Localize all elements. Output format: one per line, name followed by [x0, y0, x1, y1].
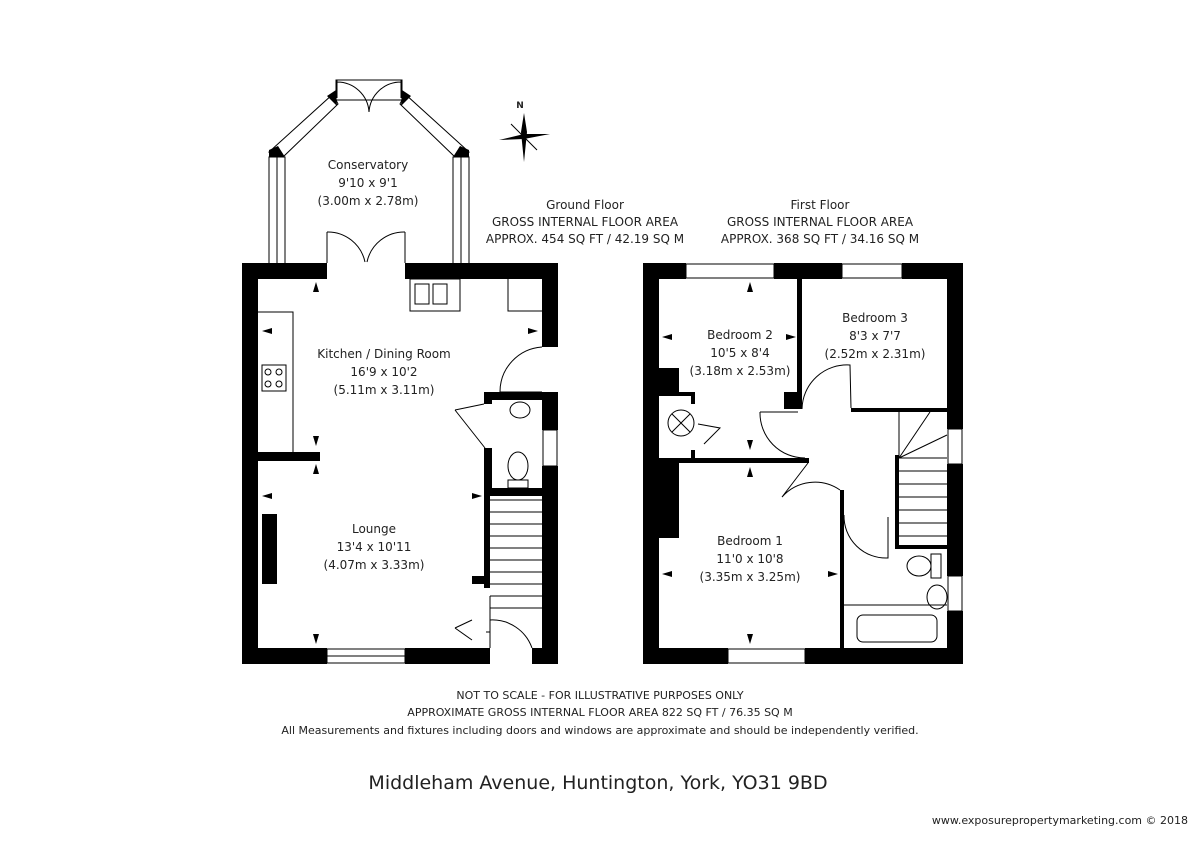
first-floor-heading: First Floor GROSS INTERNAL FLOOR AREA AP…	[721, 198, 919, 246]
room-label-conservatory: Conservatory 9'10 x 9'1 (3.00m x 2.78m)	[318, 158, 419, 208]
dimension-arrows-first	[662, 282, 838, 644]
room-size-metric: (5.11m x 3.11m)	[334, 383, 435, 397]
room-size-metric: (3.00m x 2.78m)	[318, 194, 419, 208]
room-name: Bedroom 1	[717, 534, 783, 548]
room-size-imperial: 8'3 x 7'7	[849, 329, 901, 343]
room-name: Bedroom 3	[842, 311, 908, 325]
total-area: APPROXIMATE GROSS INTERNAL FLOOR AREA 82…	[407, 706, 792, 719]
room-label-bedroom-3: Bedroom 3 8'3 x 7'7 (2.52m x 2.31m)	[825, 311, 926, 361]
compass-north-label: N	[516, 101, 524, 111]
staircase-first	[898, 411, 948, 537]
floor-title: First Floor	[791, 198, 850, 212]
conservatory-walls	[268, 79, 470, 265]
room-size-imperial: 9'10 x 9'1	[338, 176, 398, 190]
footer: NOT TO SCALE - FOR ILLUSTRATIVE PURPOSES…	[281, 689, 1188, 827]
room-name: Bedroom 2	[707, 328, 773, 342]
dimension-arrows	[262, 282, 538, 644]
disclaimer-measurements: All Measurements and fixtures including …	[281, 724, 918, 737]
area-heading: GROSS INTERNAL FLOOR AREA	[727, 215, 914, 229]
property-address: Middleham Avenue, Huntington, York, YO31…	[368, 772, 827, 794]
room-label-lounge: Lounge 13'4 x 10'11 (4.07m x 3.33m)	[324, 522, 425, 572]
area-value: APPROX. 454 SQ FT / 42.19 SQ M	[486, 232, 684, 246]
area-heading: GROSS INTERNAL FLOOR AREA	[492, 215, 679, 229]
room-name: Kitchen / Dining Room	[317, 347, 451, 361]
room-size-imperial: 13'4 x 10'11	[337, 540, 412, 554]
room-name: Lounge	[352, 522, 396, 536]
room-size-imperial: 11'0 x 10'8	[716, 552, 783, 566]
room-size-imperial: 10'5 x 8'4	[710, 346, 770, 360]
room-size-metric: (4.07m x 3.33m)	[324, 558, 425, 572]
ground-floor-heading: Ground Floor GROSS INTERNAL FLOOR AREA A…	[486, 198, 684, 246]
room-label-bedroom-2: Bedroom 2 10'5 x 8'4 (3.18m x 2.53m)	[690, 328, 791, 378]
website-credit: www.exposurepropertymarketing.com © 2018	[932, 814, 1188, 827]
disclaimer-scale: NOT TO SCALE - FOR ILLUSTRATIVE PURPOSES…	[456, 689, 743, 702]
room-label-bedroom-1: Bedroom 1 11'0 x 10'8 (3.35m x 3.25m)	[700, 534, 801, 584]
floor-title: Ground Floor	[546, 198, 624, 212]
ground-floor-plan	[242, 79, 558, 664]
room-label-kitchen: Kitchen / Dining Room 16'9 x 10'2 (5.11m…	[317, 347, 451, 397]
first-floor-plan	[643, 263, 963, 664]
compass-icon: N	[499, 101, 550, 162]
area-value: APPROX. 368 SQ FT / 34.16 SQ M	[721, 232, 919, 246]
staircase	[486, 499, 542, 633]
room-size-metric: (3.35m x 3.25m)	[700, 570, 801, 584]
room-size-metric: (2.52m x 2.31m)	[825, 347, 926, 361]
room-size-imperial: 16'9 x 10'2	[350, 365, 417, 379]
room-name: Conservatory	[328, 158, 408, 172]
room-size-metric: (3.18m x 2.53m)	[690, 364, 791, 378]
